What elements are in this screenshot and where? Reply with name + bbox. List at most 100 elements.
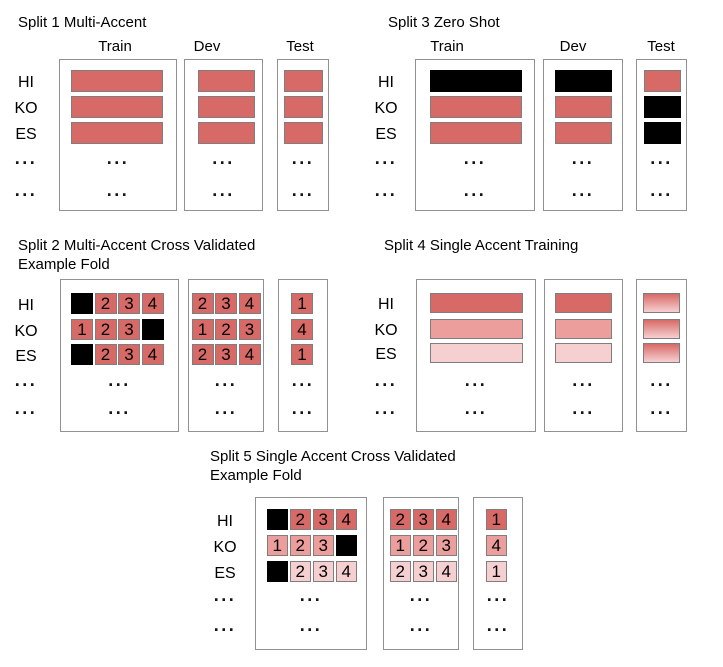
split-2-dev-cell-es-3: 4 [238, 344, 261, 365]
split-5-train-cell-hi-1-heldout [266, 509, 288, 530]
fold-number: 1 [297, 293, 307, 313]
split-5-dev-cell-ko-1: 1 [389, 535, 411, 556]
split-5-train-cell-hi-2: 2 [289, 509, 311, 530]
split-2-train-cell-ko-2: 2 [94, 319, 117, 340]
split-4-test-ellipsis-2: ... [650, 398, 673, 418]
split-4-row-label-es: ES [375, 346, 397, 363]
split-5-train-cell-ko-2: 2 [289, 535, 311, 556]
split-3-row-label-es: ES [375, 126, 397, 143]
split-2-test-ellipsis-1: ... [291, 370, 315, 390]
split-5-row-label-ko: KO [213, 538, 237, 556]
split-1-dev-bar-es [198, 122, 255, 144]
split-4-train-bar-hi [430, 293, 523, 313]
split-3-dev-bar-hi [555, 70, 612, 92]
split-4-dev-bar-ko [555, 319, 612, 339]
split-2-train-cell-ko-1: 1 [71, 319, 93, 340]
fold-number: 4 [341, 509, 351, 529]
fold-number: 3 [418, 509, 428, 529]
split-4-test-ellipsis-1: ... [650, 370, 673, 390]
split-5-test-ellipsis-1: ... [486, 585, 510, 605]
fold-number: 3 [318, 509, 328, 529]
split-3-column-header-train: Train [430, 38, 464, 55]
split-4-test-gradient-bar-es [643, 343, 680, 363]
split-5-dev-cell-es-2: 3 [412, 561, 434, 582]
split-5-test-ellipsis-2: ... [486, 615, 510, 635]
split-3-test-bar-hi [644, 70, 681, 92]
split-2-dev-cell-es-2: 3 [215, 344, 237, 365]
split-5-dev-cell-hi-1: 2 [389, 509, 411, 530]
fold-number: 2 [395, 561, 405, 581]
split-2-row-label-es: ES [15, 347, 37, 365]
split-1-test-ellipsis-2: ... [291, 180, 315, 200]
fold-number: 4 [244, 293, 255, 313]
split-2-train-cell-hi-2: 2 [94, 293, 117, 314]
fold-number: 3 [318, 561, 328, 581]
fold-number: 1 [297, 344, 307, 364]
split-1-row-label-es: ES [15, 126, 37, 143]
split-2-train-cell-es-4: 4 [141, 344, 164, 365]
split-1-test-bar-ko [284, 96, 323, 118]
split-2-test-cell-es-1: 1 [291, 344, 313, 365]
split-2-test-ellipsis-2: ... [291, 398, 315, 418]
split-5-dev-cell-hi-3: 4 [435, 509, 457, 530]
split-5-test-cell-hi-1: 1 [485, 509, 507, 530]
split-5-title-line-2: Example Fold [210, 467, 302, 484]
split-1-train-ellipsis-2: ... [106, 180, 130, 200]
split-1-row-label-hi: HI [18, 74, 34, 91]
split-4-title-line-1: Split 4 Single Accent Training [384, 237, 579, 254]
split-3-train-bar-hi [430, 70, 522, 92]
fold-number: 2 [395, 509, 405, 529]
split-3-test-bar-ko [644, 96, 681, 118]
fold-number: 2 [197, 344, 208, 364]
split-1-row-label-ellipsis-1: ... [14, 148, 38, 168]
split-2-dev-cell-hi-1: 2 [191, 293, 214, 314]
split-5-train-cell-es-2: 2 [289, 561, 311, 582]
split-2-train-cell-hi-1-heldout [71, 293, 93, 314]
split-4-train-ellipsis-1: ... [464, 370, 488, 390]
split-2-row-label-ko: KO [14, 322, 38, 340]
split-1-dev-ellipsis-2: ... [212, 180, 235, 200]
split-3-dev-bar-es [555, 122, 612, 144]
split-5-train-cell-es-4: 4 [335, 561, 357, 582]
split-5-dev-ellipsis-1: ... [409, 585, 433, 605]
split-5-row-label-ellipsis-2: ... [213, 615, 237, 635]
fold-number: 3 [244, 319, 255, 339]
split-1-test-bar-hi [284, 70, 323, 92]
split-4-test-gradient-bar-ko [643, 319, 680, 339]
split-2-title-line-1: Split 2 Multi-Accent Cross Validated [18, 237, 256, 254]
fold-number: 3 [124, 319, 134, 339]
split-2-dev-cell-ko-2: 2 [215, 319, 237, 340]
split-2-dev-cell-hi-3: 4 [238, 293, 261, 314]
split-5-train-ellipsis-2: ... [299, 615, 323, 635]
fold-number: 4 [441, 509, 451, 529]
split-2-train-cell-hi-3: 3 [118, 293, 140, 314]
split-3-train-ellipsis-2: ... [463, 180, 487, 200]
fold-number: 1 [272, 535, 282, 555]
fold-number: 2 [295, 509, 305, 529]
split-2-train-ellipsis-2: ... [108, 398, 131, 418]
fold-number: 2 [295, 535, 305, 555]
fold-number: 2 [100, 319, 111, 339]
split-2-dev-cell-hi-2: 3 [215, 293, 237, 314]
fold-number: 4 [491, 535, 501, 555]
split-2-title-line-2: Example Fold [18, 256, 110, 273]
fold-number: 1 [491, 561, 501, 581]
split-5-test-cell-es-1: 1 [485, 561, 507, 582]
split-5-dev-cell-es-3: 4 [435, 561, 457, 582]
fold-number: 2 [295, 561, 305, 581]
split-1-column-header-train: Train [98, 38, 132, 55]
split-3-column-header-dev: Dev [559, 38, 587, 55]
split-2-train-cell-ko-4-heldout [141, 319, 164, 340]
split-5-dev-ellipsis-2: ... [409, 615, 433, 635]
fold-number: 4 [147, 344, 158, 364]
split-4-dev-ellipsis-2: ... [572, 398, 595, 418]
fold-number: 2 [418, 535, 428, 555]
fold-number: 3 [418, 561, 428, 581]
split-1-row-label-ko: KO [14, 100, 38, 117]
fold-number: 1 [491, 509, 501, 529]
split-3-title-line-1: Split 3 Zero Shot [388, 14, 500, 31]
split-4-dev-bar-es [555, 343, 612, 363]
split-1-train-bar-es [71, 122, 163, 144]
fold-number: 2 [100, 293, 111, 313]
split-5-dev-cell-es-1: 2 [389, 561, 411, 582]
